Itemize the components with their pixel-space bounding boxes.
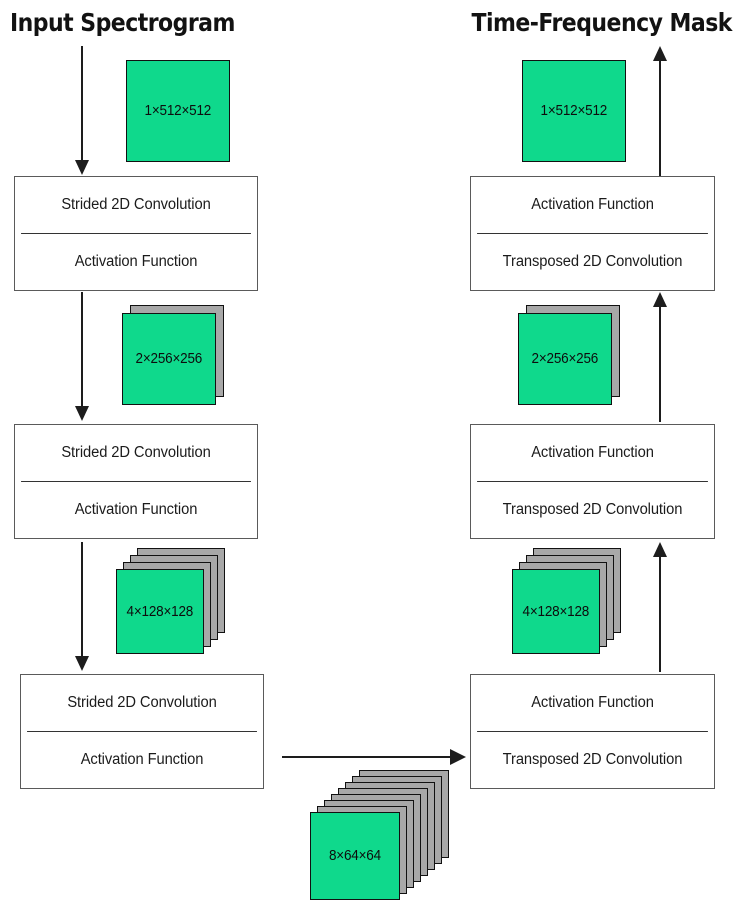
decoder-block-3[interactable]: Activation Function Transposed 2D Convol… — [470, 674, 715, 789]
title-input-spectrogram: Input Spectrogram — [10, 8, 235, 37]
tensor-block-decoder-0: 1×512×512 — [522, 60, 632, 165]
op-transposed-conv[interactable]: Transposed 2D Convolution — [477, 233, 708, 290]
tensor-block-decoder-2: 4×128×128 — [512, 548, 642, 658]
decoder-block-1[interactable]: Activation Function Transposed 2D Convol… — [470, 176, 715, 291]
flow-arrow-bridge — [282, 749, 468, 765]
tensor-block-bottleneck: 8×64×64 — [310, 770, 450, 900]
tensor-sheet-front: 1×512×512 — [522, 60, 626, 162]
tensor-label: 4×128×128 — [126, 603, 194, 620]
op-transposed-conv[interactable]: Transposed 2D Convolution — [477, 481, 708, 538]
encoder-block-3[interactable]: Strided 2D Convolution Activation Functi… — [20, 674, 264, 789]
tensor-sheet-front: 4×128×128 — [116, 569, 204, 654]
op-strided-conv[interactable]: Strided 2D Convolution — [67, 694, 217, 711]
decoder-block-2[interactable]: Activation Function Transposed 2D Convol… — [470, 424, 715, 539]
tensor-block-encoder-2: 4×128×128 — [116, 548, 246, 658]
flow-arrow-down-1 — [74, 46, 90, 176]
encoder-block-2[interactable]: Strided 2D Convolution Activation Functi… — [14, 424, 258, 539]
tensor-label: 8×64×64 — [329, 848, 381, 864]
tensor-block-encoder-0: 1×512×512 — [126, 60, 236, 165]
tensor-sheet-front: 2×256×256 — [122, 313, 216, 405]
flow-arrow-up-2 — [652, 292, 668, 424]
title-time-frequency-mask: Time-Frequency Mask — [471, 8, 733, 37]
tensor-block-decoder-1: 2×256×256 — [518, 305, 638, 410]
tensor-label: 1×512×512 — [540, 103, 608, 119]
flow-arrow-down-3 — [74, 542, 90, 674]
flow-arrow-up-3 — [652, 542, 668, 674]
op-activation[interactable]: Activation Function — [21, 481, 251, 538]
op-activation[interactable]: Activation Function — [531, 444, 654, 461]
tensor-label: 2×256×256 — [135, 351, 203, 367]
flow-arrow-down-2 — [74, 292, 90, 424]
op-activation[interactable]: Activation Function — [531, 694, 654, 711]
op-transposed-conv[interactable]: Transposed 2D Convolution — [477, 731, 708, 788]
tensor-label: 4×128×128 — [522, 603, 590, 620]
tensor-sheet-front: 4×128×128 — [512, 569, 600, 654]
encoder-block-1[interactable]: Strided 2D Convolution Activation Functi… — [14, 176, 258, 291]
flow-arrow-up-1 — [652, 46, 668, 176]
op-activation[interactable]: Activation Function — [27, 731, 257, 788]
tensor-block-encoder-1: 2×256×256 — [122, 305, 242, 410]
op-strided-conv[interactable]: Strided 2D Convolution — [61, 196, 211, 213]
op-strided-conv[interactable]: Strided 2D Convolution — [61, 444, 211, 461]
tensor-sheet-front: 2×256×256 — [518, 313, 612, 405]
tensor-sheet-front: 1×512×512 — [126, 60, 230, 162]
op-activation[interactable]: Activation Function — [531, 196, 654, 213]
tensor-label: 2×256×256 — [531, 351, 599, 367]
tensor-label: 1×512×512 — [144, 103, 212, 119]
op-activation[interactable]: Activation Function — [21, 233, 251, 290]
tensor-sheet-front: 8×64×64 — [310, 812, 400, 900]
